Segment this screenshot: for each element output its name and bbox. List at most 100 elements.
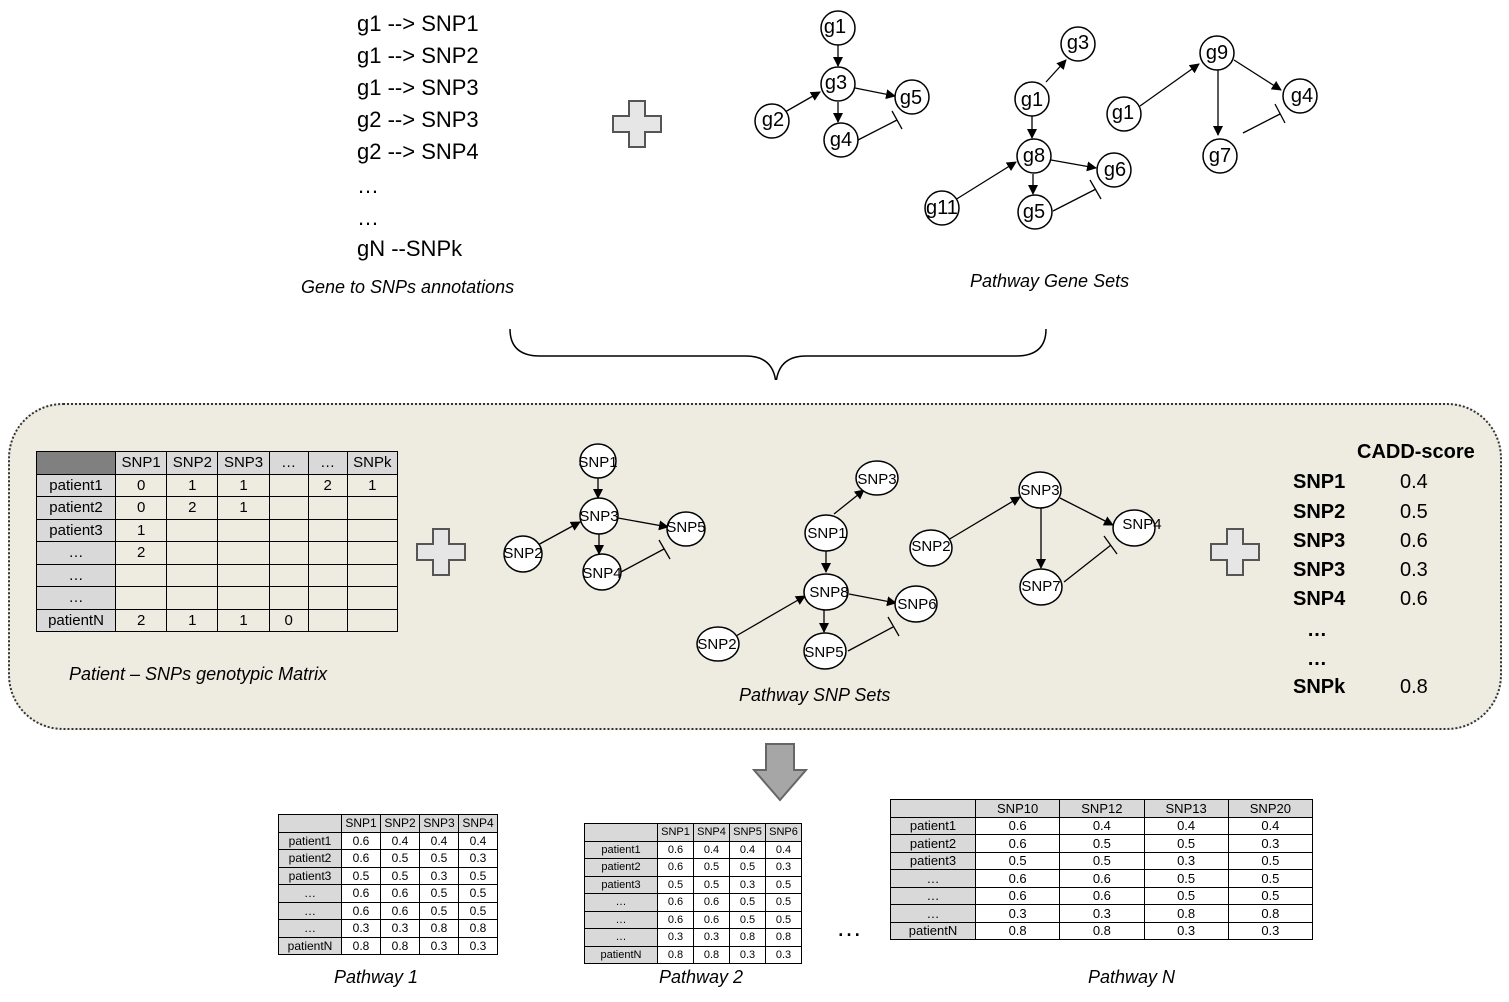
cadd-score: 0.6 bbox=[1400, 588, 1428, 610]
down-arrow-icon bbox=[752, 743, 808, 802]
gene-label: g3 bbox=[825, 72, 847, 94]
table-cell: 0.4 bbox=[693, 840, 730, 859]
table-cell: 1 bbox=[166, 608, 219, 632]
row-label: … bbox=[278, 884, 342, 903]
table-cell: 0.8 bbox=[1143, 904, 1229, 923]
table-cell: 0.4 bbox=[419, 831, 459, 850]
annotation-line: gN --SNPk bbox=[357, 236, 463, 261]
cadd-snp: … bbox=[1307, 648, 1327, 670]
cadd-snp: SNP1 bbox=[1293, 471, 1346, 493]
matrix-corner bbox=[890, 799, 976, 818]
gene-label: g11 bbox=[926, 197, 958, 219]
table-cell: 0.6 bbox=[1059, 869, 1145, 888]
gene-node bbox=[820, 66, 856, 102]
matrix-col-header: SNP5 bbox=[729, 823, 766, 842]
table-cell: 0.4 bbox=[380, 831, 420, 850]
table-cell: 0.5 bbox=[458, 901, 498, 920]
table-cell: 0.6 bbox=[657, 840, 694, 859]
matrix-col-header: SNP3 bbox=[419, 814, 459, 833]
gene-node bbox=[754, 103, 790, 139]
table-cell: 0.6 bbox=[341, 901, 381, 920]
snp-label: SNP6 bbox=[897, 596, 936, 613]
gene-node bbox=[1016, 138, 1052, 174]
matrix-col-header: SNP20 bbox=[1227, 799, 1314, 818]
table-cell: 0.3 bbox=[341, 919, 381, 938]
table-cell bbox=[346, 608, 399, 632]
table-cell: 0.5 bbox=[729, 893, 766, 912]
row-label: patientN bbox=[890, 921, 976, 940]
row-label: patient1 bbox=[584, 840, 658, 859]
gene-label: g3 bbox=[1067, 32, 1089, 54]
cadd-title: CADD-score bbox=[1357, 441, 1475, 463]
table-cell: 0.6 bbox=[380, 901, 420, 920]
table-cell: 0.6 bbox=[657, 858, 694, 877]
table-cell: 0.3 bbox=[729, 875, 766, 894]
table-cell: 0.3 bbox=[380, 919, 420, 938]
annotation-line: g1 --> SNP1 bbox=[357, 11, 479, 36]
table-cell: 0.5 bbox=[380, 849, 420, 868]
cadd-snp: SNP3 bbox=[1293, 559, 1346, 581]
table-cell: 0.3 bbox=[458, 849, 498, 868]
table-cell: 0.3 bbox=[765, 858, 802, 877]
gene-label: g4 bbox=[830, 129, 852, 151]
gene-label: g9 bbox=[1206, 42, 1228, 64]
table-cell: 0.5 bbox=[657, 875, 694, 894]
table-cell: 0.8 bbox=[380, 936, 420, 955]
matrix-col-header: … bbox=[268, 451, 309, 475]
table-cell: 1 bbox=[346, 473, 399, 497]
snp-label: SNP1 bbox=[807, 525, 846, 542]
table-cell: 0.5 bbox=[1143, 886, 1229, 905]
gene-pathways-caption: Pathway Gene Sets bbox=[970, 271, 1130, 291]
annotation-line: … bbox=[357, 205, 379, 230]
table-cell: 0.5 bbox=[458, 866, 498, 885]
matrix-col-header: SNPk bbox=[346, 451, 399, 475]
row-label: patient3 bbox=[278, 866, 342, 885]
table-cell: 0.6 bbox=[341, 831, 381, 850]
genotype-matrix-caption: Patient – SNPs genotypic Matrix bbox=[69, 664, 328, 684]
table-cell: 0.5 bbox=[419, 901, 459, 920]
table-cell: 0.3 bbox=[1143, 851, 1229, 870]
matrix-col-header: SNP13 bbox=[1143, 799, 1229, 818]
snp-node bbox=[1019, 568, 1063, 606]
snp-node bbox=[666, 511, 706, 547]
gene-node bbox=[1106, 96, 1142, 132]
snp-label: SNP8 bbox=[809, 584, 848, 601]
table-cell: 0.6 bbox=[974, 834, 1061, 853]
matrix-col-header: SNP1 bbox=[114, 451, 168, 475]
table-cell: 0.5 bbox=[693, 875, 730, 894]
snp-pathway-graphs: SNP1 SNP3 SNP5 SNP2 SNP4 SNP3 SNP1 SNP8 … bbox=[503, 443, 1162, 670]
gene-label: g7 bbox=[1209, 145, 1231, 167]
row-label: patient1 bbox=[278, 831, 342, 850]
snp-label: SNP2 bbox=[911, 538, 950, 555]
table-cell: 0.3 bbox=[1059, 904, 1145, 923]
snp-label: SNP3 bbox=[857, 471, 896, 488]
table-cell: 0.8 bbox=[341, 936, 381, 955]
table-cell: 0.4 bbox=[458, 831, 498, 850]
gene-node bbox=[1017, 194, 1053, 230]
gene-label: g5 bbox=[900, 87, 922, 109]
table-cell: 0.5 bbox=[765, 910, 802, 929]
gene-label: g5 bbox=[1023, 201, 1045, 223]
gene-node bbox=[1096, 152, 1132, 188]
gene-node bbox=[1199, 35, 1235, 71]
table-cell: 0.3 bbox=[419, 936, 459, 955]
cadd-row: … bbox=[1293, 648, 1453, 677]
table-cell: 0.8 bbox=[693, 945, 730, 964]
matrix-col-header: SNP10 bbox=[974, 799, 1061, 818]
gene-label: g1 bbox=[824, 16, 846, 38]
table-cell: 0.3 bbox=[657, 928, 694, 947]
snp-node bbox=[503, 535, 543, 573]
cadd-score: 0.4 bbox=[1400, 471, 1428, 493]
